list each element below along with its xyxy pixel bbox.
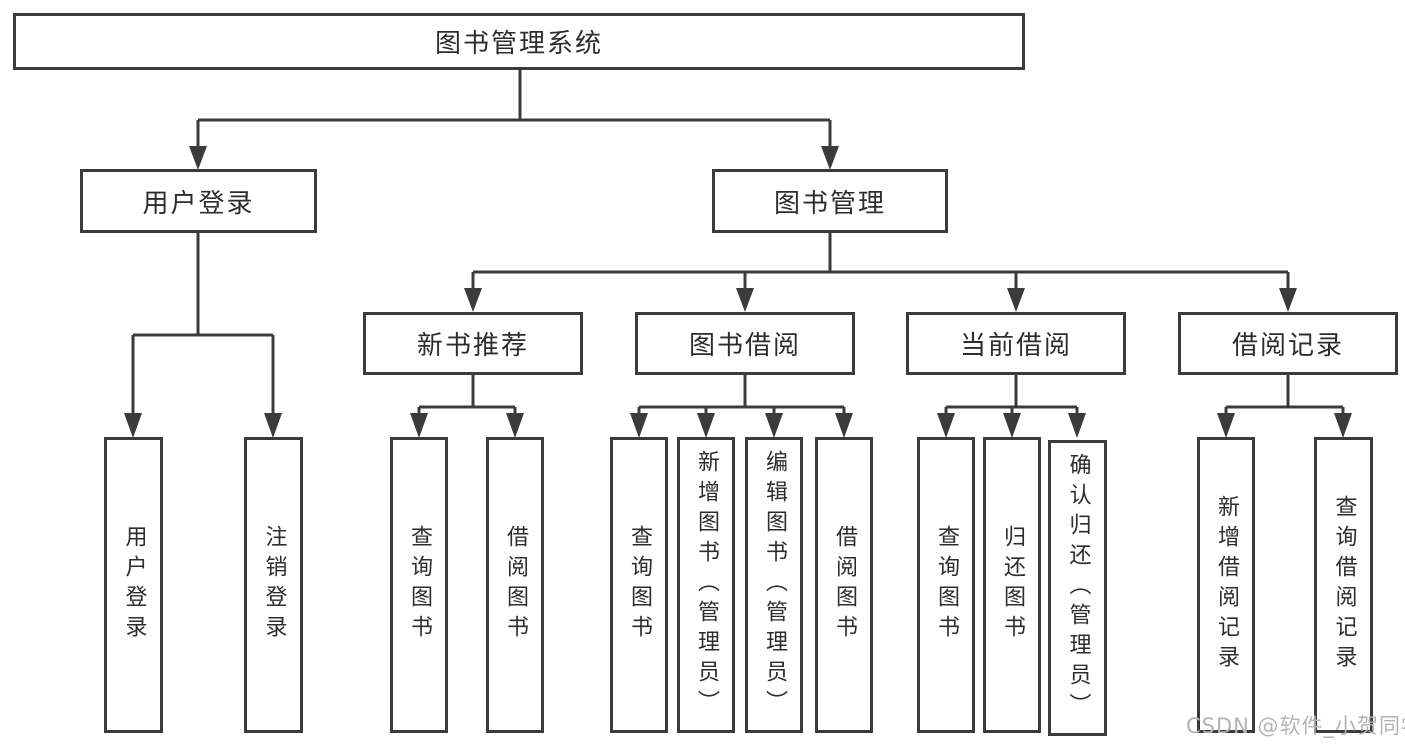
node-current-borrowing: 当前借阅 (906, 312, 1126, 375)
node-book-borrowing: 图书借阅 (635, 312, 855, 375)
node-new-book-recommend: 新书推荐 (363, 312, 583, 375)
connector-book-management-to-level2 (464, 233, 1297, 312)
leaf-records-add-record: 新增借阅记录 (1197, 437, 1255, 733)
node-user-login: 用户登录 (80, 169, 317, 233)
leaf-borrow-borrow-books: 借阅图书 (815, 437, 873, 733)
connector-new-book-to-leaves (410, 375, 524, 438)
node-book-management: 图书管理 (712, 169, 948, 233)
leaf-borrow-query-books: 查询图书 (610, 437, 668, 733)
node-borrowing-records: 借阅记录 (1178, 312, 1398, 375)
leaf-borrow-edit-books-admin: 编辑图书（管理员） (745, 437, 803, 733)
connector-book-borrow-to-leaves (630, 375, 853, 438)
leaf-user-login: 用户登录 (104, 437, 163, 733)
leaf-current-query-books: 查询图书 (917, 437, 975, 733)
leaf-newbook-borrow-books: 借阅图书 (486, 437, 544, 733)
connector-borrow-records-to-leaves (1217, 375, 1352, 438)
node-root-library-system: 图书管理系统 (13, 13, 1025, 70)
leaf-records-query-record: 查询借阅记录 (1314, 437, 1373, 733)
connector-current-borrow-to-leaves (937, 375, 1086, 438)
leaf-logout: 注销登录 (244, 437, 303, 733)
watermark-text: CSDN @软件_小贺同学 (1186, 714, 1405, 738)
leaf-current-confirm-return-admin: 确认归还（管理员） (1048, 440, 1107, 736)
leaf-newbook-query-books: 查询图书 (390, 437, 448, 733)
connector-root-to-level1 (189, 70, 839, 170)
connector-user-login-to-leaves (124, 233, 282, 438)
leaf-current-return-books: 归还图书 (983, 437, 1041, 733)
leaf-borrow-add-books-admin: 新增图书（管理员） (677, 437, 735, 733)
